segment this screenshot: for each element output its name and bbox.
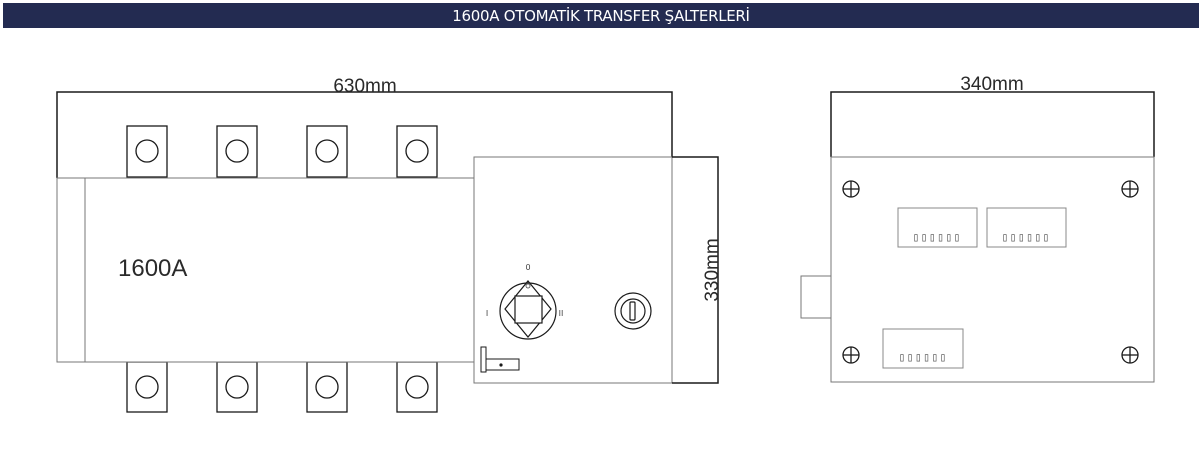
terminal-block: ▯▯▯▯▯▯ [986, 207, 1067, 248]
selector-mark-left: I [486, 309, 488, 318]
selector-mark-top: 0 [525, 263, 530, 272]
rating-label: 1600A [118, 255, 187, 282]
side-width-dimension-line [830, 91, 1155, 157]
terminal [306, 125, 348, 178]
side-view: 340mm ▯▯▯▯▯▯ [800, 74, 1155, 383]
terminal-block-pins: ▯▯▯▯▯▯ [1001, 230, 1050, 244]
terminal [396, 361, 438, 413]
switch-body [84, 177, 476, 363]
page-title: 1600A OTOMATİK TRANSFER ŞALTERLERİ [452, 6, 750, 25]
selector-knob: 0 I II [486, 263, 564, 340]
terminal-block: ▯▯▯▯▯▯ [882, 328, 964, 369]
lower-terminals [126, 361, 438, 413]
width-dimension-line [56, 91, 673, 178]
terminal [216, 361, 258, 413]
screw-icon [842, 180, 860, 198]
side-handle-stub [800, 275, 832, 319]
height-dimension-label: 330mm [702, 238, 723, 301]
key-lock-icon [614, 292, 652, 330]
terminal [306, 361, 348, 413]
width-dimension-label: 630mm [333, 76, 396, 97]
selector-mark-right: II [559, 309, 564, 318]
front-view: 630mm [56, 76, 723, 413]
upper-terminals [126, 125, 438, 178]
switch-body-end-plate [56, 177, 86, 363]
title-bar: 1600A OTOMATİK TRANSFER ŞALTERLERİ [3, 3, 1199, 28]
height-dimension-line [672, 156, 719, 384]
terminal [396, 125, 438, 178]
side-width-dimension-label: 340mm [960, 74, 1023, 95]
screw-icon [1121, 180, 1139, 198]
screw-icon [1121, 346, 1139, 364]
screw-icon [842, 346, 860, 364]
handle-bracket [480, 346, 520, 373]
terminal [126, 361, 168, 413]
control-panel [473, 156, 673, 384]
terminal-block-pins: ▯▯▯▯▯▯ [898, 350, 947, 364]
terminal-block-pins: ▯▯▯▯▯▯ [912, 230, 961, 244]
terminal-block: ▯▯▯▯▯▯ [897, 207, 978, 248]
terminal [126, 125, 168, 178]
terminal [216, 125, 258, 178]
side-body [830, 156, 1155, 383]
